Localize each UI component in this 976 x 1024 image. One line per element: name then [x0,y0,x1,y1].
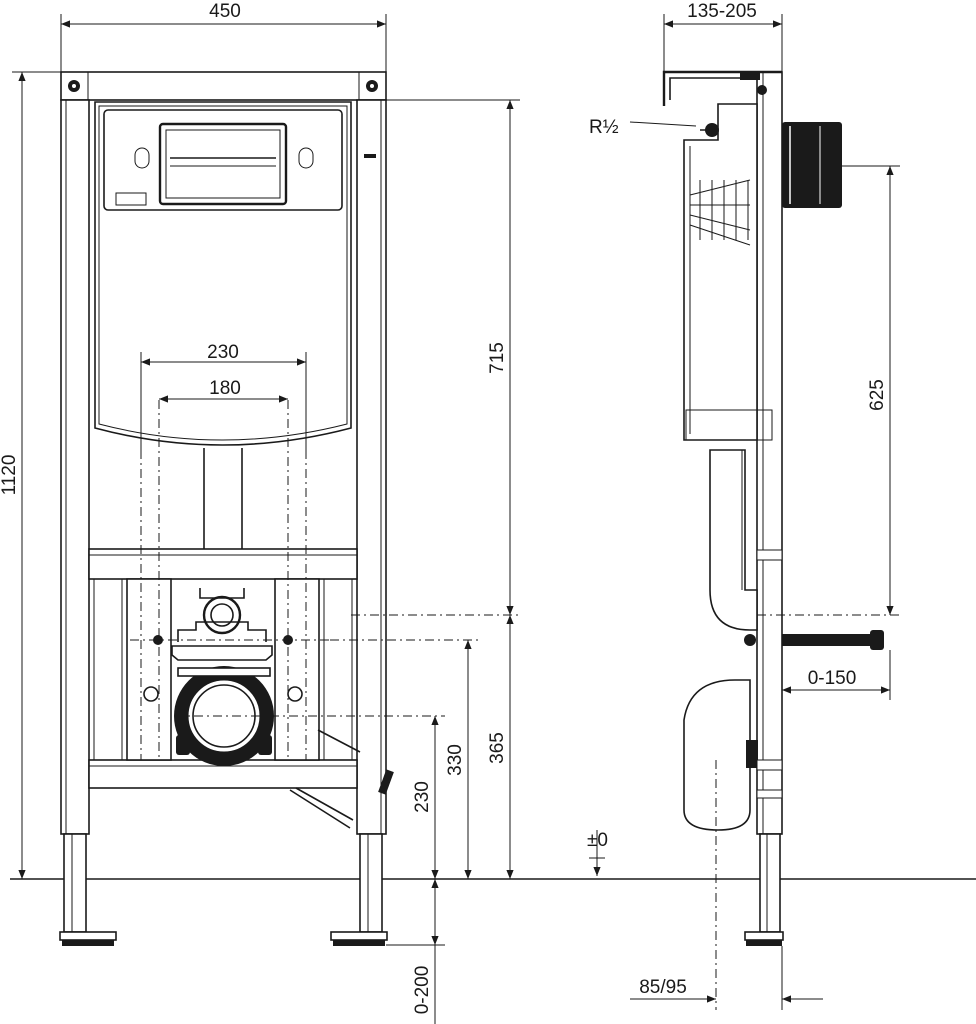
top-crossbar [60,71,387,101]
dim-bolt-height-label: 330 [445,744,466,776]
middle-crossbar [88,548,358,580]
leg-right [359,833,383,933]
upright-right [356,99,387,835]
dim-inlet-label: 365 [487,732,508,764]
dim-stud-label: 0-150 [808,668,857,689]
side-downpipe [709,449,758,631]
dim-height-label: 1120 [0,455,20,496]
dim-leg-adjust-label: 0-200 [412,966,433,1015]
floor-level-label: ±0 [587,830,608,851]
flush-plate-frame [158,122,288,206]
dim-drain-offset-label: 85/95 [639,977,687,998]
dim-bolt-inner-label: 180 [209,378,241,399]
mounting-plate-right [274,578,320,761]
front-view [59,71,520,946]
side-dimensions: 135-205 R½ 625 0-150 ±0 85/95 [587,1,900,1010]
dim-connection-height-label: 625 [867,379,888,411]
leg-left [63,833,87,933]
diagonal-brace [289,729,361,829]
dim-tank-label: 715 [487,342,508,374]
upright-left [60,99,90,835]
dim-bolt-outer-label: 230 [207,342,239,363]
dim-width-label: 450 [209,1,241,22]
side-view [662,70,900,1010]
dim-drain-height-label: 230 [412,781,433,813]
side-cistern [683,103,758,441]
side-stud-bolt [782,634,882,646]
front-dimensions: 450 1120 715 365 330 230 0-200 230 180 [0,1,520,1024]
mounting-plate-left [126,578,172,761]
connection-label: R½ [589,117,619,138]
side-flush-box [782,122,842,208]
side-upright [756,71,783,835]
inlet-pipe-icon [202,595,242,635]
side-drain-elbow [683,679,751,831]
dim-depth-label: 135-205 [687,1,757,22]
side-leg [759,833,781,933]
